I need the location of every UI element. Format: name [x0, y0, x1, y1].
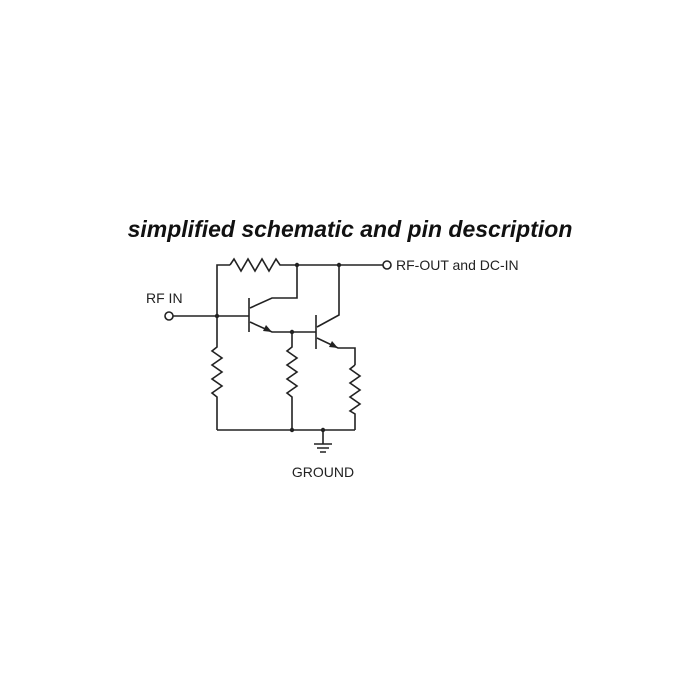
- junction-dots: [214, 262, 342, 433]
- transistor-q1: [248, 265, 316, 333]
- ground-wire: [217, 429, 355, 444]
- q1-emitter-resistor: [285, 332, 299, 430]
- diagram-title: simplified schematic and pin description: [127, 216, 573, 242]
- top-wire: [216, 264, 383, 316]
- feedback-resistor: [229, 257, 283, 273]
- transistor-q2: [315, 265, 356, 365]
- rf-out-label: RF-OUT and DC-IN: [396, 257, 519, 273]
- input-bias-resistor: [210, 316, 224, 430]
- rf-in-terminal: [164, 311, 174, 321]
- ground-label: GROUND: [292, 464, 354, 480]
- rf-in-label: RF IN: [146, 290, 183, 306]
- rf-out-terminal: [382, 260, 392, 270]
- q2-emitter-resistor: [348, 364, 362, 430]
- ground-icon: [314, 443, 332, 453]
